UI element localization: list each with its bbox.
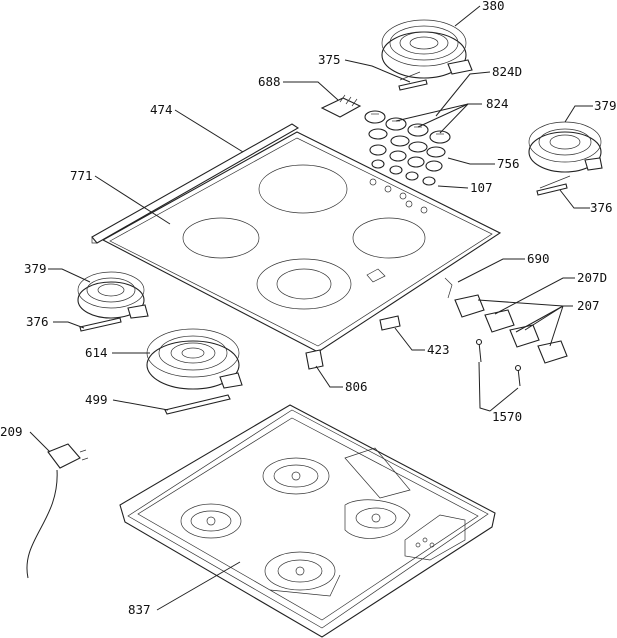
label-824D: 824D [492,64,522,79]
label-107: 107 [470,180,493,195]
knobs [364,110,451,186]
connector-688 [320,94,362,118]
label-375: 375 [318,52,341,67]
label-376-right: 376 [590,200,613,215]
label-690: 690 [527,251,550,266]
strips [79,79,568,415]
label-688: 688 [258,74,281,89]
label-806: 806 [345,379,368,394]
label-380: 380 [482,0,505,13]
burner-614 [146,328,243,390]
terminal-blocks [444,277,568,364]
label-499: 499 [85,392,108,407]
frame-strip [91,123,300,244]
part-labels: 380 375 824D 688 824 474 379 771 756 107… [0,0,617,617]
bottom-tray [119,404,496,638]
burner-379-right [528,121,603,189]
glass-cooktop [101,131,502,353]
label-474: 474 [150,102,173,117]
label-209: 209 [0,424,23,439]
label-207D: 207D [577,270,607,285]
label-379-right: 379 [594,98,617,113]
label-423: 423 [427,342,450,357]
label-1570: 1570 [492,409,522,424]
label-376-left: 376 [26,314,49,329]
power-plug [26,443,89,579]
burner-380 [381,19,473,81]
label-379-left: 379 [24,261,47,276]
leader-lines [29,5,593,611]
burner-379-left [77,271,149,331]
small-parts [305,315,522,387]
label-756: 756 [497,156,520,171]
label-824: 824 [486,96,509,111]
label-207: 207 [577,298,600,313]
label-837: 837 [128,602,151,617]
label-771: 771 [70,168,93,183]
label-614: 614 [85,345,108,360]
